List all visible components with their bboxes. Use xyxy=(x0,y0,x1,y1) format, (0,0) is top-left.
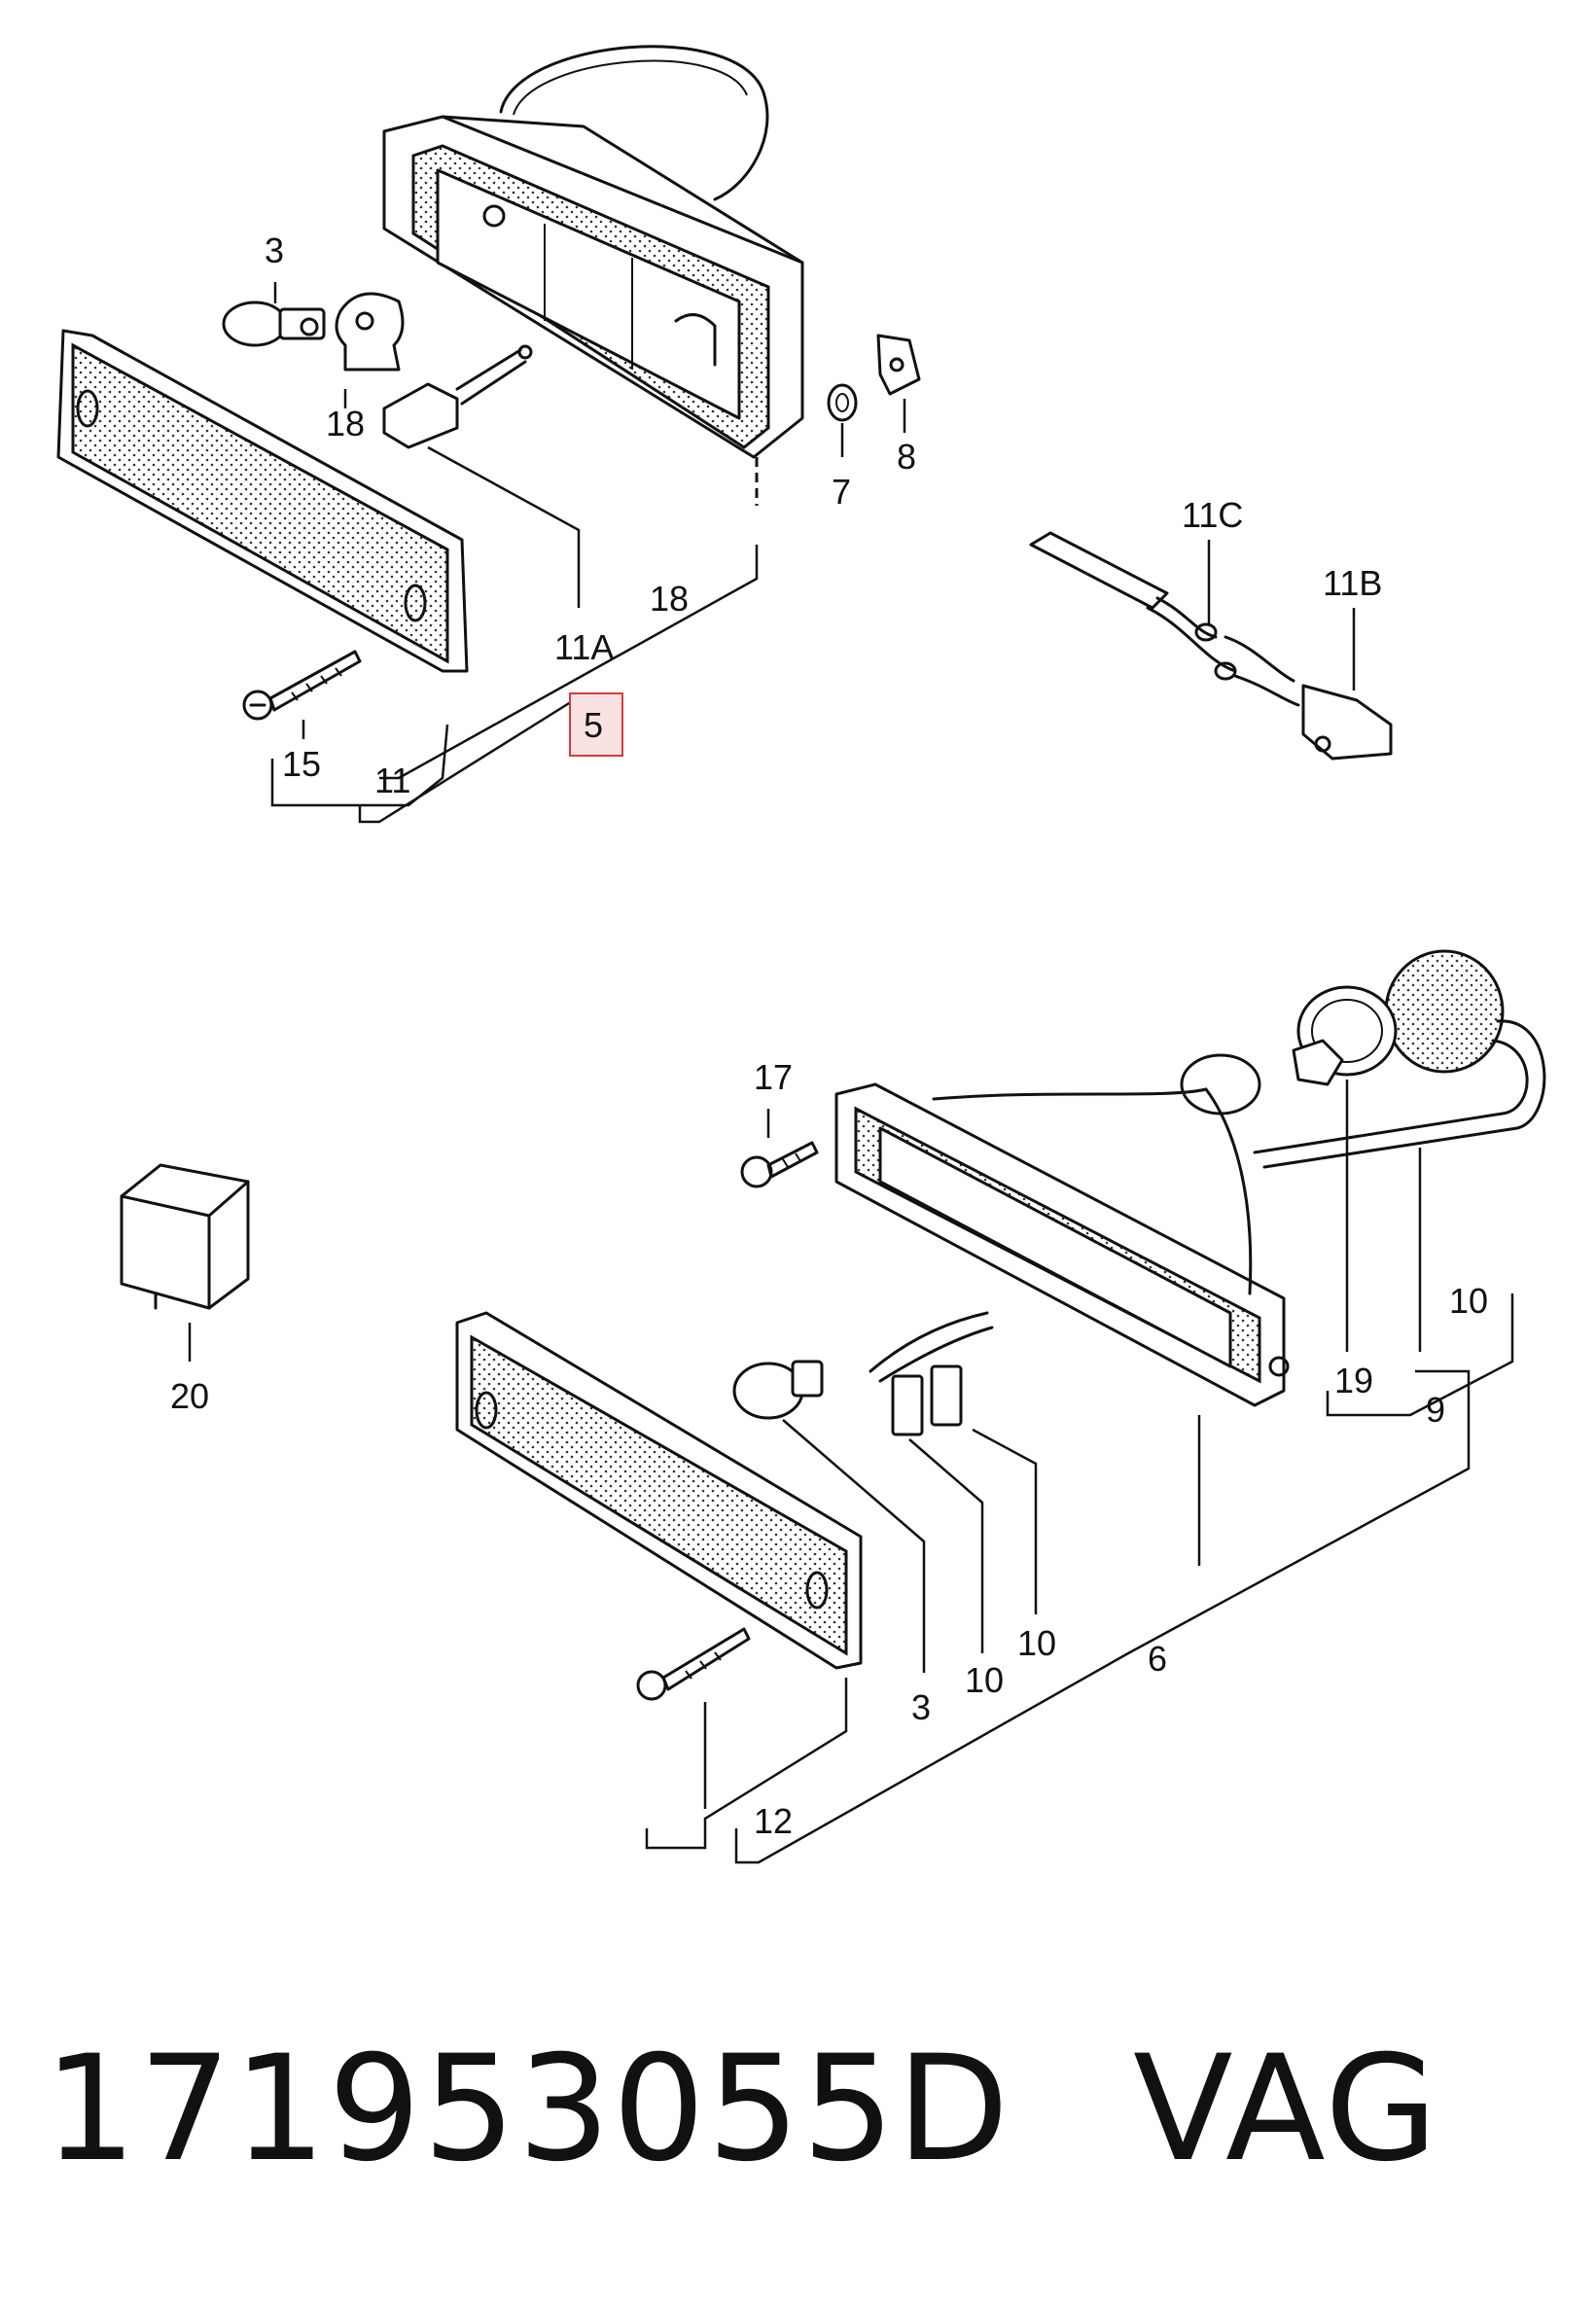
relay xyxy=(120,1163,250,1310)
top-washer xyxy=(827,383,858,422)
bottom-turn-signal-assembly xyxy=(120,949,1546,1864)
label-wire-lead: 11C xyxy=(1182,495,1243,535)
label-top-holder: 18 xyxy=(326,404,365,443)
footer: 171953055D VAG xyxy=(44,2025,1439,2194)
brand-name: VAG xyxy=(1133,2025,1439,2194)
label-top-bulb: 3 xyxy=(265,230,284,270)
top-lens xyxy=(56,329,469,673)
top-bulb xyxy=(222,301,326,347)
top-clip xyxy=(876,334,921,396)
callout-labels: 3 18 11A 18 7 8 15 11 5 11C 11B 17 20 3 … xyxy=(170,230,1488,1841)
bottom-bulb xyxy=(732,1360,824,1420)
top-wire-lead xyxy=(1029,531,1393,761)
housing-wire-loop xyxy=(499,45,769,201)
label-harness: 10 xyxy=(1449,1281,1488,1321)
highlight-box xyxy=(569,692,623,757)
top-side-marker-assembly xyxy=(56,45,1393,824)
label-bottom-screw: 17 xyxy=(754,1057,793,1097)
bottom-lamp-housing xyxy=(834,1053,1290,1407)
bottom-leader-lines xyxy=(188,1080,1514,1864)
label-bottom-bulb: 3 xyxy=(911,1687,931,1727)
bottom-socket xyxy=(1253,949,1546,1169)
top-bulb-holder xyxy=(335,292,405,372)
label-socket: 19 xyxy=(1334,1361,1373,1400)
label-top-housing: 18 xyxy=(650,579,689,619)
label-top-lens-group: 11 xyxy=(374,761,410,800)
bottom-lens-screw xyxy=(636,1627,751,1701)
label-assembly: 6 xyxy=(1148,1639,1167,1679)
label-top-connector: 11A xyxy=(554,627,614,667)
lamp-housing xyxy=(382,115,804,459)
label-plug: 11B xyxy=(1323,563,1382,603)
part-number: 171953055D xyxy=(44,2025,1011,2194)
label-top-screw: 15 xyxy=(282,744,321,784)
bottom-lens xyxy=(455,1311,863,1670)
label-terminal-a: 10 xyxy=(965,1660,1004,1700)
bottom-terminals xyxy=(869,1311,994,1436)
label-highlight: 5 xyxy=(584,705,603,745)
label-harness-group: 9 xyxy=(1426,1390,1445,1430)
label-top-clip: 8 xyxy=(897,437,916,477)
label-terminal-b: 10 xyxy=(1017,1623,1056,1663)
label-top-washer: 7 xyxy=(832,472,851,512)
top-screw xyxy=(242,650,362,721)
top-leader-lines xyxy=(270,282,1356,824)
label-relay: 20 xyxy=(170,1376,209,1416)
bottom-screw xyxy=(740,1141,819,1188)
label-bottom-lens-group: 12 xyxy=(754,1801,793,1841)
top-connector xyxy=(382,344,533,449)
